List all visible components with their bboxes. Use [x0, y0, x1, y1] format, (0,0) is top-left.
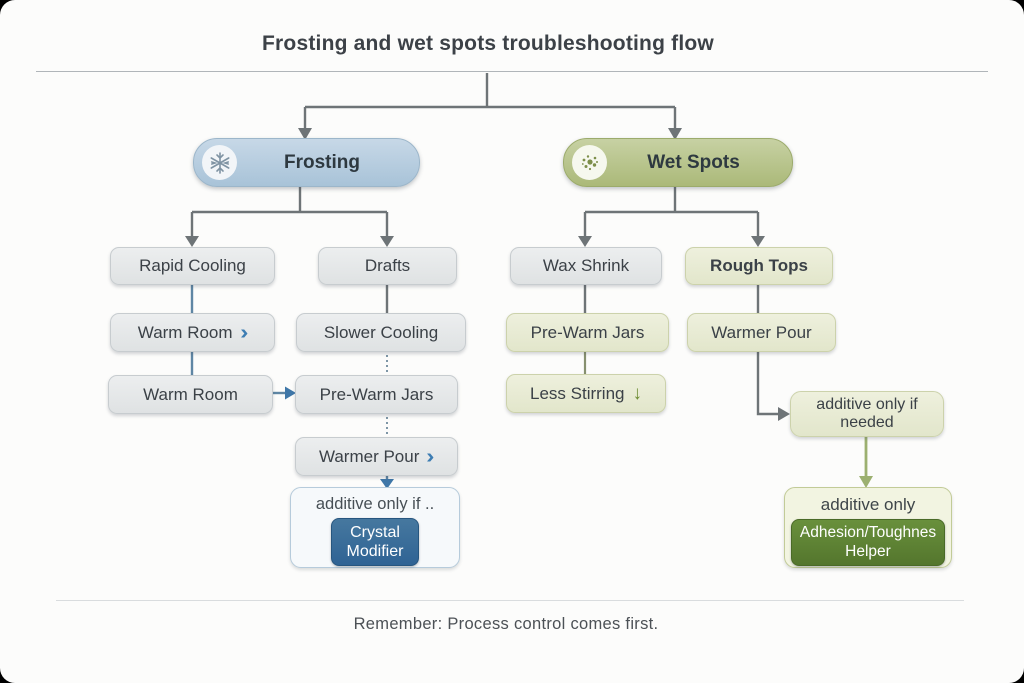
node-label: Rapid Cooling: [139, 256, 246, 276]
arrow-down-icon: ↓: [632, 383, 642, 404]
node-rough-tops: Rough Tops: [685, 247, 833, 285]
node-warmer-pour-frosting: Warmer Pour ›: [295, 437, 458, 476]
node-label: additive only if needed: [816, 395, 918, 431]
category-label: Wet Spots: [647, 151, 740, 173]
category-frosting: Frosting: [193, 138, 420, 187]
additive-note: additive only: [820, 495, 916, 514]
node-label: Warmer Pour: [318, 446, 420, 466]
node-label: Warmer Pour: [711, 322, 812, 342]
node-label: Pre-Warm Jars: [530, 322, 645, 342]
node-label: Rough Tops: [710, 256, 808, 276]
chevron-right-icon: ›: [426, 445, 435, 468]
node-pre-warm-jars-frosting: Pre-Warm Jars: [295, 375, 458, 414]
node-additive-frosting: additive only if .. Crystal Modifier: [290, 487, 460, 568]
chevron-right-icon: ›: [239, 321, 249, 344]
node-label: Drafts: [364, 256, 411, 276]
node-pre-warm-jars-wet: Pre-Warm Jars: [506, 313, 669, 352]
category-label: Frosting: [284, 151, 360, 173]
node-additive-wet: additive only Adhesion/Toughnes Helper: [784, 487, 952, 568]
snowflake-icon: [202, 145, 237, 180]
node-drafts: Drafts: [318, 247, 457, 285]
node-warm-room-2: Warm Room: [108, 375, 273, 414]
node-label: Warm Room: [143, 384, 238, 404]
node-label: Warm Room: [137, 322, 233, 342]
node-rapid-cooling: Rapid Cooling: [110, 247, 275, 285]
node-warmer-pour-wet: Warmer Pour: [687, 313, 836, 352]
node-wax-shrink: Wax Shrink: [510, 247, 662, 285]
adhesion-helper-chip: Adhesion/Toughnes Helper: [791, 519, 945, 566]
additive-note: additive only if ..: [315, 495, 435, 513]
node-label: Slower Cooling: [323, 322, 439, 342]
node-warm-room-1: Warm Room ›: [110, 313, 275, 352]
crystal-modifier-chip: Crystal Modifier: [331, 518, 419, 566]
node-less-stirring: Less Stirring ↓: [506, 374, 666, 413]
node-label: Pre-Warm Jars: [319, 384, 434, 404]
node-label: Less Stirring: [530, 383, 625, 403]
node-slower-cooling: Slower Cooling: [296, 313, 466, 352]
node-label: Wax Shrink: [542, 256, 630, 276]
top-divider: [36, 71, 988, 72]
category-wet-spots: Wet Spots: [563, 138, 793, 187]
node-additive-if-needed: additive only if needed: [790, 391, 944, 437]
spots-icon: [572, 145, 607, 180]
page-title: Frosting and wet spots troubleshooting f…: [262, 32, 714, 55]
bottom-divider: [56, 600, 964, 601]
footer-note: Remember: Process control comes first.: [353, 615, 659, 633]
